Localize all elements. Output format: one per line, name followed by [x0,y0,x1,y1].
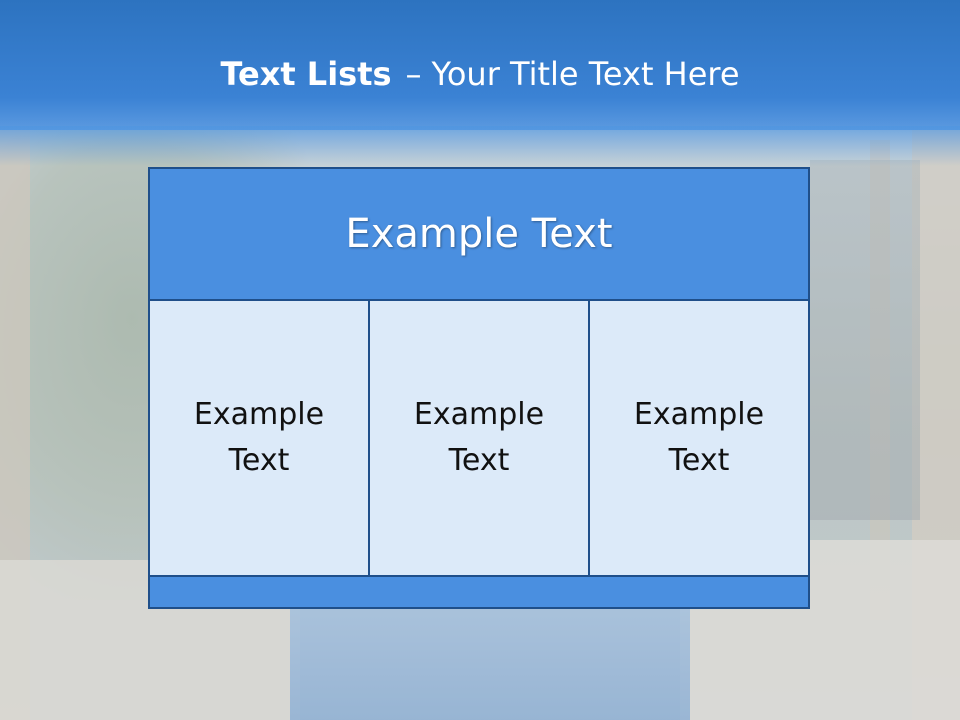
title-band: Text Lists–Your Title Text Here [0,0,960,166]
slide-title[interactable]: Text Lists–Your Title Text Here [0,52,960,96]
diagram-column-text-2: Example Text [413,397,545,478]
title-band-fade [0,126,960,166]
slide-title-bold: Text Lists [220,55,392,93]
slide-title-rest: Your Title Text Here [431,55,740,93]
diagram-column-box-3[interactable]: Example Text [588,299,810,577]
diagram-header-box[interactable]: Example Text [148,167,810,301]
background-building [810,160,920,520]
diagram-column-box-1[interactable]: Example Text [148,299,370,577]
diagram-header-text: Example Text [345,211,613,257]
diagram-column-box-2[interactable]: Example Text [368,299,590,577]
slide-title-separator: – [405,55,422,93]
background-pool [290,600,690,720]
diagram-footer-bar[interactable] [148,575,810,609]
text-list-diagram: Example Text Example Text Example Text E… [148,167,810,609]
diagram-column-text-3: Example Text [633,397,765,478]
diagram-column-text-1: Example Text [193,397,325,478]
